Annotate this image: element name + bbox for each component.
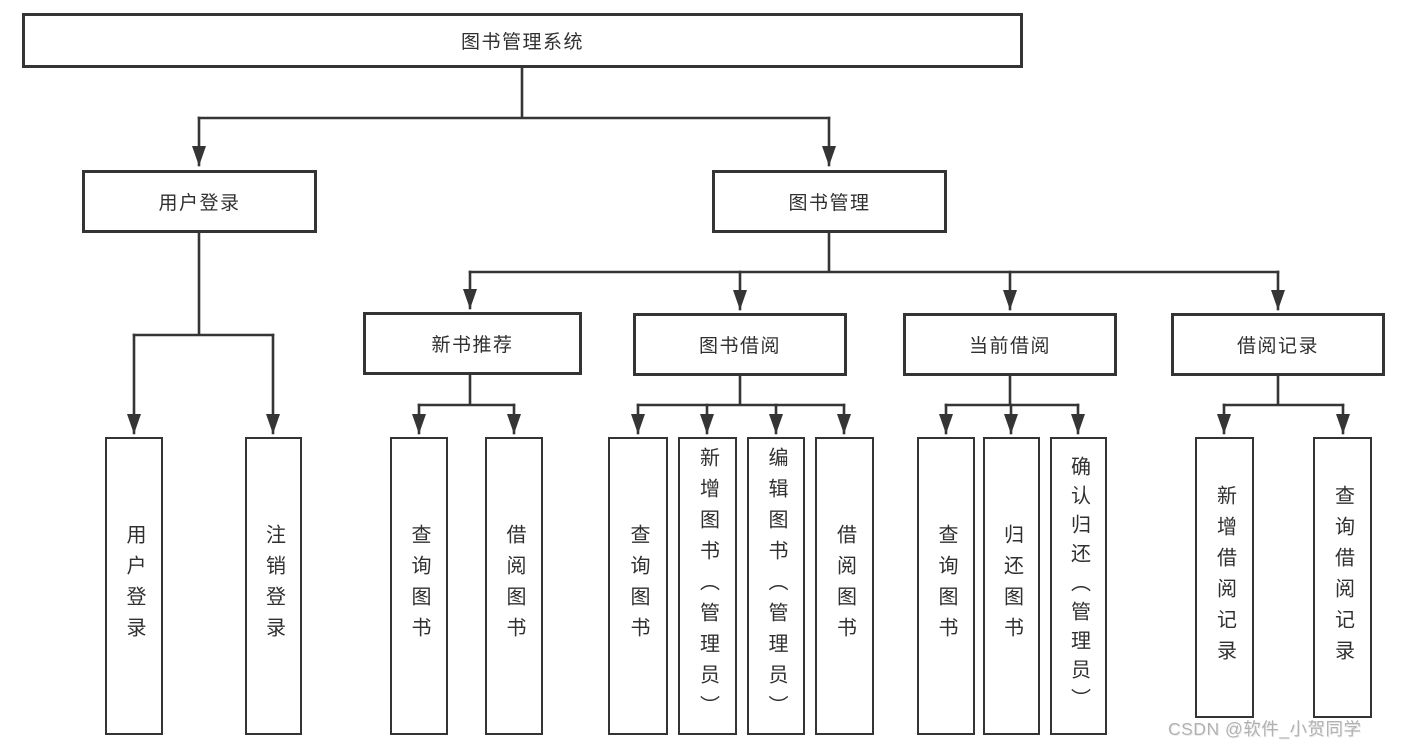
node-borrowing-records-label: 借阅记录 <box>1236 336 1319 357</box>
watermark-text: CSDN @软件_小贺同学 <box>1168 719 1362 739</box>
node-book-borrowing-label: 图书借阅 <box>698 336 781 357</box>
node-user-login-label: 用户登录 <box>158 193 241 214</box>
leaf-current-return-books: 归还图书 <box>983 437 1040 735</box>
leaf-borrow-search-books-label: 查询图书 <box>627 524 649 648</box>
leaf-user-login: 用户登录 <box>105 437 163 735</box>
node-current-borrowing-label: 当前借阅 <box>968 336 1051 357</box>
leaf-records-search-borrow-record: 查询借阅记录 <box>1313 437 1372 718</box>
leaf-logout: 注销登录 <box>245 437 302 735</box>
node-book-borrowing: 图书借阅 <box>633 313 847 376</box>
leaf-user-login-label: 用户登录 <box>123 524 145 648</box>
leaf-borrow-borrow-books: 借阅图书 <box>815 437 874 735</box>
node-library-system: 图书管理系统 <box>22 13 1023 68</box>
leaf-records-add-borrow-record: 新增借阅记录 <box>1195 437 1254 718</box>
leaf-borrow-borrow-books-label: 借阅图书 <box>833 524 856 648</box>
edge-records-trunk <box>1222 374 1345 407</box>
node-current-borrowing: 当前借阅 <box>903 313 1117 376</box>
leaf-logout-label: 注销登录 <box>262 524 285 648</box>
node-user-login: 用户登录 <box>82 170 317 233</box>
edge-user-login-trunk <box>132 231 275 337</box>
edge-book-management-trunk <box>468 231 1280 274</box>
edge-borrowing-trunk <box>636 374 846 407</box>
leaf-borrow-edit-books-admin: 编辑图书（管理员） <box>747 437 805 735</box>
leaf-current-return-books-label: 归还图书 <box>1000 524 1023 648</box>
leaf-borrow-edit-books-admin-label: 编辑图书（管理员） <box>765 446 787 726</box>
edge-current-trunk <box>944 374 1080 407</box>
node-new-book-recommendation: 新书推荐 <box>363 312 582 375</box>
leaf-recommend-borrow-books: 借阅图书 <box>485 437 543 735</box>
node-book-management: 图书管理 <box>712 170 947 233</box>
leaf-records-search-borrow-record-label: 查询借阅记录 <box>1331 484 1354 671</box>
node-library-system-label: 图书管理系统 <box>460 32 584 53</box>
leaf-current-confirm-return-admin-label: 确认归还（管理员） <box>1067 455 1090 717</box>
node-book-management-label: 图书管理 <box>788 193 871 214</box>
node-borrowing-records: 借阅记录 <box>1171 313 1385 376</box>
leaf-recommend-search-books: 查询图书 <box>390 437 448 735</box>
leaf-recommend-borrow-books-label: 借阅图书 <box>503 524 525 648</box>
leaf-borrow-add-books-admin-label: 新增图书（管理员） <box>696 446 719 726</box>
leaf-borrow-add-books-admin: 新增图书（管理员） <box>678 437 737 735</box>
node-new-book-recommendation-label: 新书推荐 <box>431 335 514 356</box>
edge-recommendation-trunk <box>417 373 516 407</box>
leaf-current-search-books: 查询图书 <box>917 437 975 735</box>
edge-root-trunk <box>197 66 831 120</box>
leaf-current-confirm-return-admin: 确认归还（管理员） <box>1050 437 1107 735</box>
leaf-recommend-search-books-label: 查询图书 <box>408 524 430 648</box>
leaf-borrow-search-books: 查询图书 <box>608 437 668 735</box>
leaf-current-search-books-label: 查询图书 <box>935 524 957 648</box>
leaf-records-add-borrow-record-label: 新增借阅记录 <box>1213 484 1236 671</box>
